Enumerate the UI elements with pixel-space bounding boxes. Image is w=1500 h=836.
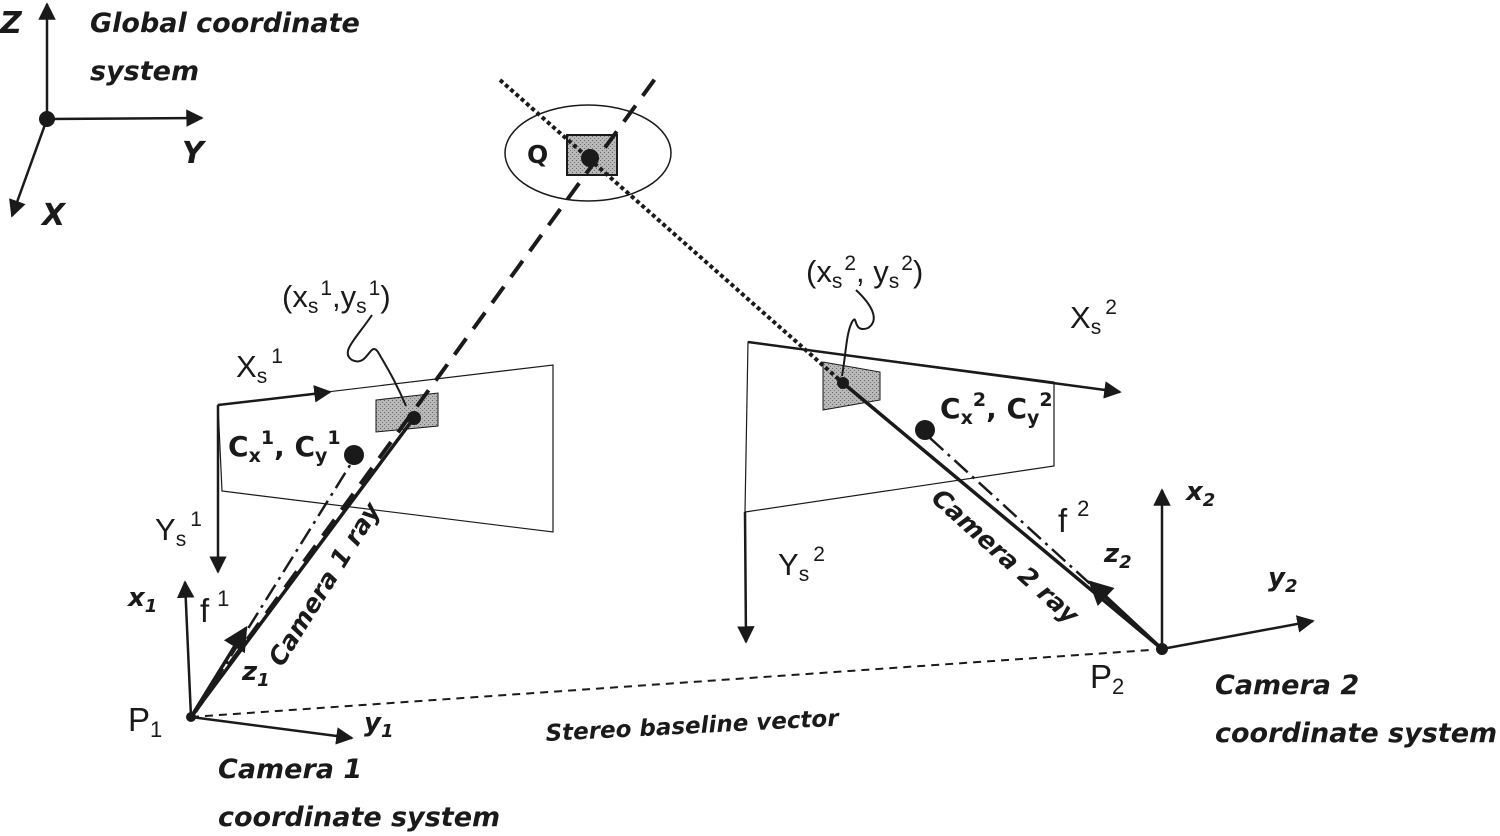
global-x-label: X <box>40 198 67 233</box>
camera1-axis-z-label: z1 <box>241 657 270 691</box>
camera2-projection-line <box>498 78 845 385</box>
camera1-ray-label: Camera 1 ray <box>262 496 387 671</box>
camera1-sensor-x-label: Xs1 <box>236 345 283 388</box>
target-q: Q <box>504 104 672 202</box>
stereo-baseline: Stereo baseline vector <box>190 649 1151 747</box>
target-ellipse <box>504 104 672 202</box>
camera1-caption-line1: Camera 1 <box>218 754 362 785</box>
camera2-sensor-x-axis <box>747 340 1122 399</box>
global-y-label: Y <box>182 136 207 171</box>
camera1-sensor-x-axis <box>217 385 332 407</box>
camera1-caption-line2: coordinate system <box>218 802 500 833</box>
global-x-axis <box>9 118 49 218</box>
camera2-caption-line2: coordinate system <box>1215 718 1497 749</box>
camera1-image-patch <box>375 392 439 433</box>
camera2-center-label: P2 <box>1090 658 1124 699</box>
global-z-label: Z <box>0 6 23 41</box>
camera1-axis-y-label: y1 <box>364 708 393 742</box>
camera1-principal-point <box>344 445 364 465</box>
global-caption-line1: Global coordinate <box>90 8 360 39</box>
target-label: Q <box>527 140 548 169</box>
camera2-image-patch <box>822 361 881 411</box>
camera1-image-point-label: (xs1,ys1) <box>282 277 391 318</box>
camera2-axis-y-label: y2 <box>1268 563 1297 597</box>
camera2-z-axis <box>1088 580 1164 651</box>
camera2-sensor-plane <box>744 341 1055 513</box>
camera1-sensor-y-label: Ys1 <box>155 508 202 551</box>
camera2-sensor-y-label: Ys2 <box>778 543 825 586</box>
camera2-axis-x-label: x2 <box>1184 477 1215 511</box>
camera2-sensor-x-label: Xs2 <box>1070 296 1117 339</box>
camera1-sensor-plane <box>217 364 554 533</box>
baseline-vector <box>190 649 1151 718</box>
camera2-y-axis <box>1161 615 1315 651</box>
camera2-principal-point <box>915 420 935 440</box>
global-caption-line2: system <box>90 56 199 87</box>
camera2-caption-line1: Camera 2 <box>1215 670 1359 701</box>
camera1-y-axis <box>190 715 354 745</box>
camera1-ray <box>189 416 416 719</box>
global-y-axis <box>46 109 204 127</box>
global-origin <box>39 111 55 127</box>
global-axes: Z Y X Global coordinate system <box>0 2 360 233</box>
camera1-optical-axis <box>194 461 354 713</box>
camera2-leader <box>841 289 875 377</box>
baseline-label: Stereo baseline vector <box>545 706 841 747</box>
camera1-z-axis <box>189 625 248 718</box>
camera1-axis-x-label: x1 <box>126 583 157 617</box>
camera2-optical-axis <box>929 437 1156 644</box>
camera2-image-point-label: (xs2, ys2) <box>806 252 923 293</box>
camera2-center-dot <box>1156 643 1168 655</box>
camera1-center-label: P1 <box>128 701 162 742</box>
camera1-leader <box>346 314 407 407</box>
camera2-sensor-y-axis <box>737 511 755 644</box>
camera1-principal-label: Cx1, Cy1 <box>228 427 341 467</box>
camera2-axis-z-label: z2 <box>1103 539 1132 573</box>
camera1-x-axis <box>176 580 195 718</box>
camera2-principal-label: Cx2, Cy2 <box>940 389 1053 429</box>
